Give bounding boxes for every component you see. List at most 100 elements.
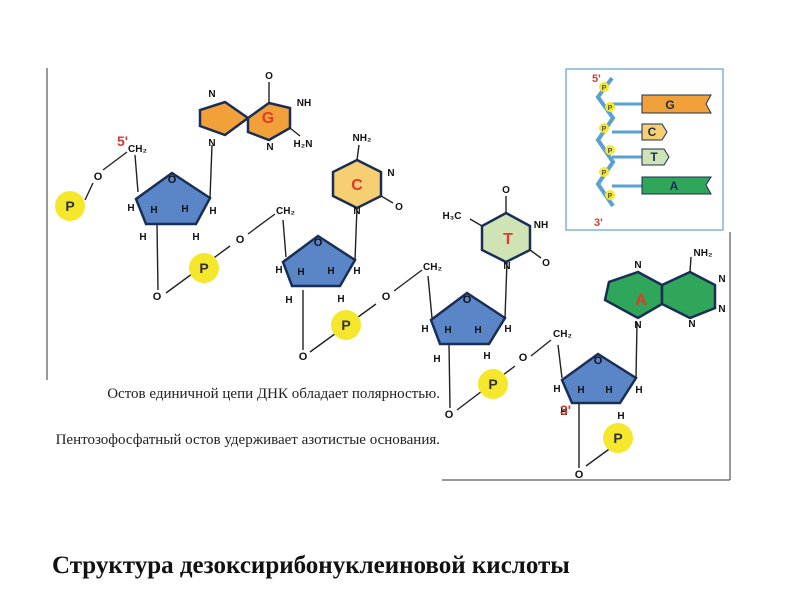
svg-text:H: H — [421, 324, 428, 335]
base-cytosine: C NH₂ N O N — [331, 133, 403, 217]
svg-text:H: H — [150, 205, 157, 216]
svg-text:P: P — [488, 376, 497, 392]
svg-text:H: H — [605, 385, 612, 396]
svg-text:H: H — [192, 232, 199, 243]
sugar-ring-4 — [560, 352, 638, 405]
svg-text:O: O — [236, 234, 245, 246]
svg-text:O: O — [168, 174, 177, 186]
svg-text:H: H — [297, 267, 304, 278]
svg-text:O: O — [542, 258, 550, 269]
svg-text:O: O — [502, 185, 510, 196]
svg-text:P: P — [341, 317, 350, 333]
svg-text:NH: NH — [534, 220, 548, 231]
svg-text:N: N — [634, 260, 641, 271]
three-prime-label: 3' — [560, 402, 571, 418]
phosphate-group-3: P — [331, 310, 361, 340]
svg-text:NH₂: NH₂ — [694, 248, 713, 259]
svg-text:P: P — [602, 170, 607, 177]
svg-text:O: O — [445, 409, 454, 421]
svg-text:N: N — [387, 168, 394, 179]
svg-text:O: O — [299, 351, 308, 363]
svg-text:P: P — [608, 148, 613, 155]
sugar-ring-2 — [281, 234, 357, 288]
svg-text:H: H — [139, 232, 146, 243]
svg-text:CH₂: CH₂ — [423, 262, 442, 273]
svg-text:NH: NH — [297, 98, 311, 109]
svg-text:H: H — [327, 266, 334, 277]
svg-text:C: C — [648, 125, 657, 139]
svg-text:H: H — [285, 295, 292, 306]
svg-text:H: H — [560, 407, 567, 418]
base-adenine: A NH₂ N N N N N — [603, 248, 726, 331]
svg-text:O: O — [594, 355, 603, 367]
svg-text:O: O — [395, 202, 403, 213]
svg-text:H: H — [444, 325, 451, 336]
svg-text:H: H — [275, 265, 282, 276]
svg-text:H: H — [635, 385, 642, 396]
svg-text:5': 5' — [592, 73, 601, 85]
caption-backbone: Пентозофосфатный остов удерживает азотис… — [55, 432, 440, 448]
svg-text:O: O — [575, 469, 584, 481]
phosphate-group-4: P — [478, 369, 508, 399]
base-thymine: T O H₃C NH O N — [442, 185, 550, 272]
svg-text:3': 3' — [594, 217, 603, 229]
svg-text:NH₂: NH₂ — [353, 133, 372, 144]
svg-text:G: G — [665, 98, 674, 112]
svg-text:O: O — [94, 171, 103, 183]
svg-text:H: H — [353, 266, 360, 277]
svg-text:N: N — [688, 319, 695, 330]
svg-text:H: H — [474, 325, 481, 336]
svg-text:T: T — [650, 150, 658, 164]
svg-text:N: N — [353, 206, 360, 217]
svg-text:P: P — [199, 260, 208, 276]
svg-text:O: O — [519, 352, 528, 364]
svg-text:P: P — [602, 85, 607, 92]
svg-text:N: N — [718, 274, 725, 285]
phosphate-group-1: P — [55, 191, 85, 221]
svg-text:G: G — [262, 110, 274, 127]
svg-text:N: N — [718, 304, 725, 315]
svg-text:O: O — [382, 291, 391, 303]
svg-text:H: H — [553, 384, 560, 395]
svg-text:O: O — [265, 71, 273, 82]
svg-text:H: H — [181, 204, 188, 215]
svg-text:O: O — [463, 294, 472, 306]
svg-text:A: A — [635, 292, 647, 309]
svg-text:N: N — [503, 261, 510, 272]
svg-text:T: T — [503, 231, 513, 248]
svg-text:P: P — [602, 126, 607, 133]
svg-text:P: P — [65, 198, 74, 214]
inset-strand-schematic: 5' 3' P P P P P P G C T A — [565, 68, 724, 231]
sugar-ring-3 — [429, 291, 507, 346]
sugar-ring-1 — [134, 171, 212, 226]
glycosidic-bonds — [209, 144, 638, 379]
svg-text:H: H — [337, 294, 344, 305]
svg-text:O: O — [153, 291, 162, 303]
five-prime-label: 5' — [117, 133, 128, 149]
svg-text:CH₂: CH₂ — [276, 206, 295, 217]
svg-text:H: H — [433, 354, 440, 365]
svg-text:H: H — [483, 351, 490, 362]
svg-text:H: H — [617, 411, 624, 422]
svg-text:P: P — [608, 193, 613, 200]
sugar-hydrogens: H H H H H H H H H H H H H H H H H H H H … — [127, 203, 642, 422]
svg-text:H₂N: H₂N — [294, 139, 313, 150]
page-title: Структура дезоксирибонуклеиновой кислоты — [52, 552, 570, 579]
svg-text:N: N — [266, 142, 273, 153]
caption-polarity: Остов единичной цепи ДНК обладает полярн… — [107, 386, 440, 402]
svg-text:P: P — [608, 105, 613, 112]
base-guanine: G O NH H₂N N N N — [198, 71, 313, 153]
svg-text:H: H — [127, 203, 134, 214]
phosphate-group-2: P — [189, 253, 219, 283]
svg-text:N: N — [208, 138, 215, 149]
svg-text:CH₂: CH₂ — [553, 329, 572, 340]
svg-text:H: H — [504, 324, 511, 335]
svg-text:CH₂: CH₂ — [128, 144, 147, 155]
svg-text:O: O — [314, 237, 323, 249]
svg-text:A: A — [670, 179, 679, 193]
svg-text:N: N — [634, 320, 641, 331]
svg-text:N: N — [208, 89, 215, 100]
backbone-oxygens: O O O O O O O O O O O O — [94, 171, 603, 481]
phosphate-bonds — [203, 261, 621, 439]
